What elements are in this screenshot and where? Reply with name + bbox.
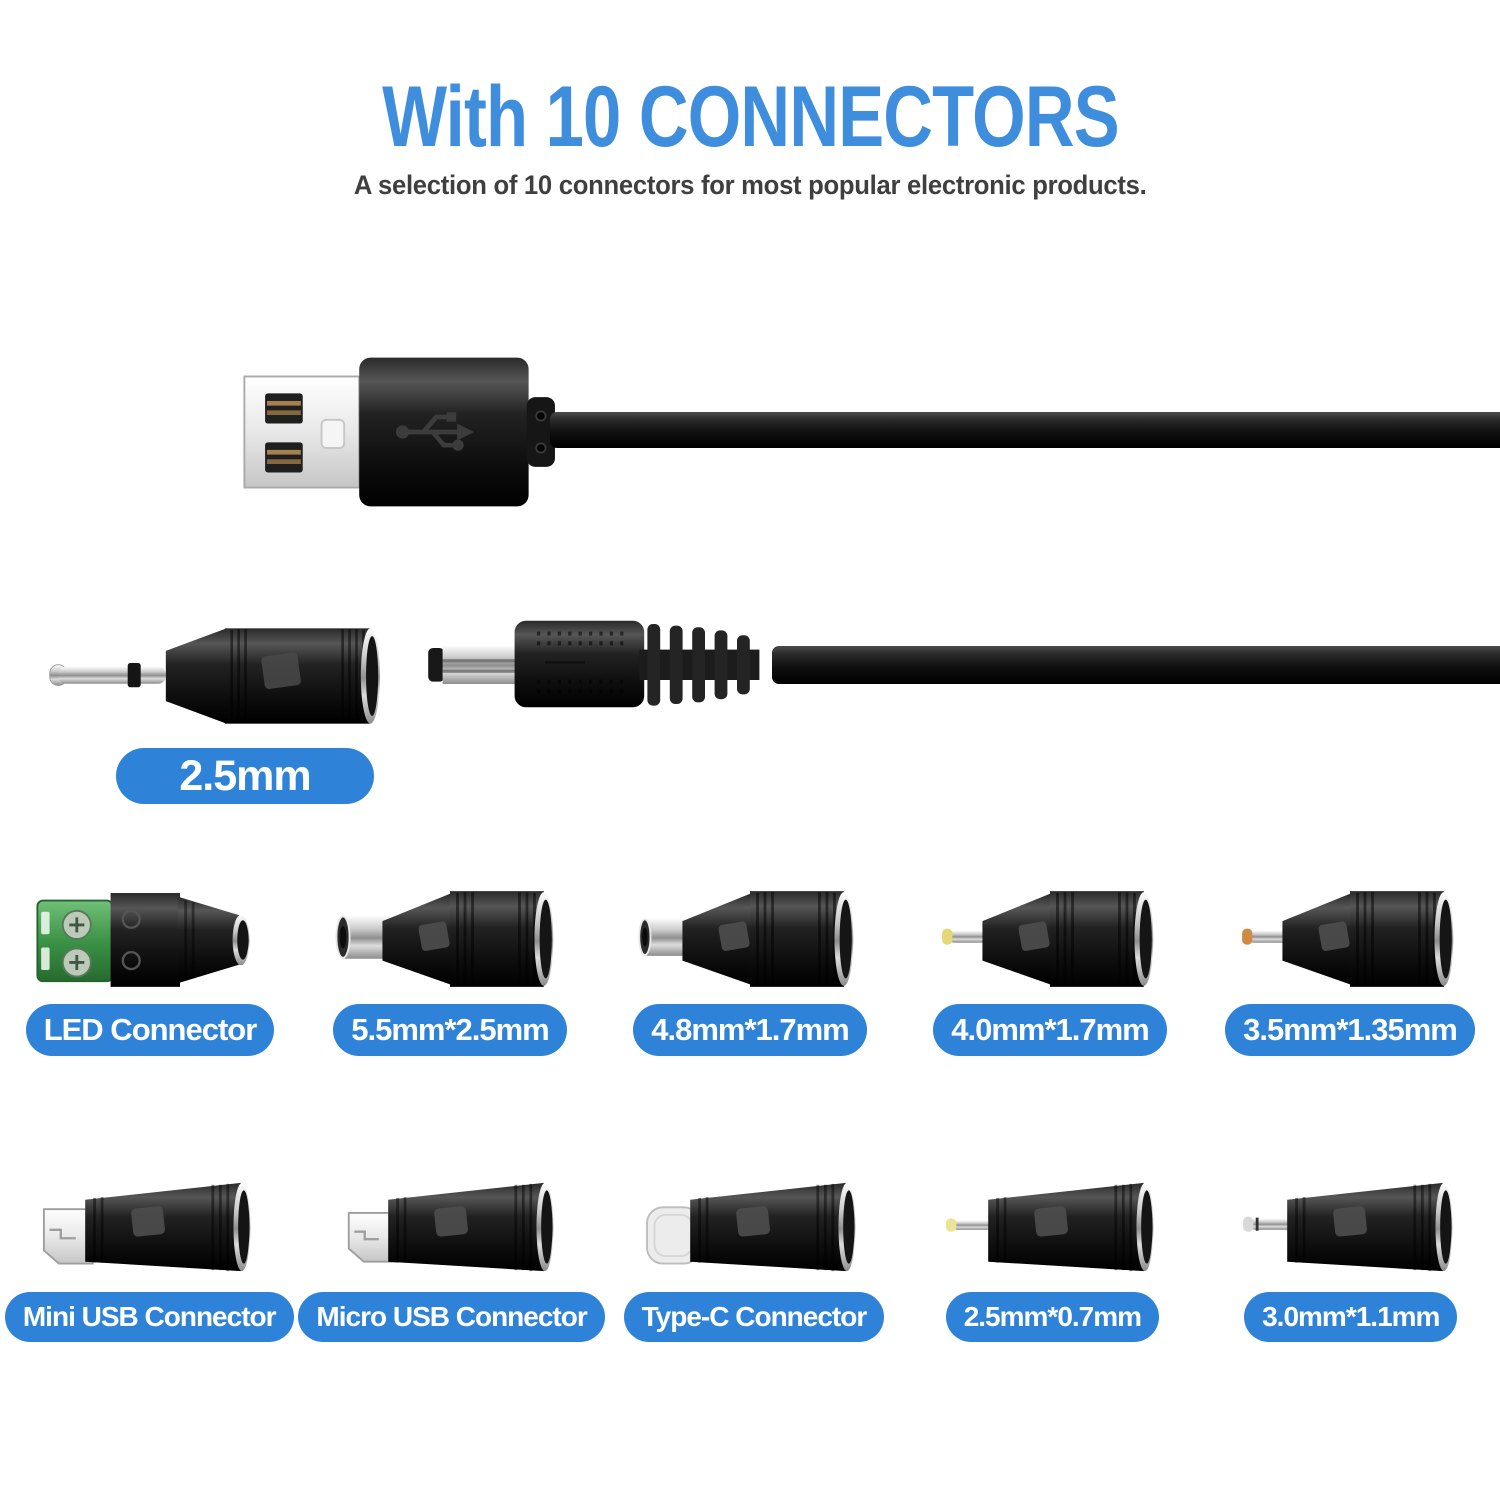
connector-item: Type-C Connector bbox=[605, 1166, 903, 1343]
dc-pin-connector-icon bbox=[1242, 878, 1472, 1000]
dc-pin-connector-icon bbox=[942, 878, 1172, 1000]
usb-cable bbox=[550, 412, 1500, 448]
dc-5-5mm-plug-icon bbox=[428, 620, 760, 708]
adapter-size-label: 2.5mm bbox=[116, 748, 374, 804]
connector-label-pill: Micro USB Connector bbox=[298, 1292, 605, 1343]
page-title: With 10 CONNECTORS bbox=[381, 69, 1120, 165]
connector-item: 5.5mm*2.5mm bbox=[300, 878, 600, 1056]
dc-barrel-connector-icon bbox=[335, 878, 572, 1000]
header: With 10 CONNECTORS A selection of 10 con… bbox=[0, 74, 1500, 201]
dc-cable bbox=[772, 646, 1500, 684]
led-terminal-connector-icon bbox=[36, 893, 250, 987]
connector-item: Mini USB Connector bbox=[0, 1166, 298, 1343]
connector-label-pill: 3.0mm*1.1mm bbox=[1244, 1292, 1458, 1343]
connector-label-pill: 4.0mm*1.7mm bbox=[933, 1004, 1167, 1056]
mini-usb-connector-icon bbox=[43, 1166, 271, 1288]
connector-row-2: Mini USB Connector Micro USB Connector T… bbox=[0, 1166, 1500, 1343]
connector-item: 3.0mm*1.1mm bbox=[1202, 1166, 1500, 1343]
connector-item: 4.8mm*1.7mm bbox=[600, 878, 900, 1056]
connector-item: 4.0mm*1.7mm bbox=[900, 878, 1200, 1056]
micro-usb-connector-icon bbox=[347, 1166, 574, 1288]
connector-item: 3.5mm*1.35mm bbox=[1200, 878, 1500, 1056]
connector-item: 2.5mm*0.7mm bbox=[903, 1166, 1201, 1343]
usb-a-plug-icon bbox=[243, 357, 555, 507]
usb-trident-icon bbox=[395, 412, 475, 451]
connector-label-pill: Mini USB Connector bbox=[4, 1292, 294, 1343]
connector-row-1: LED Connector 5.5mm*2.5mm 4.8mm*1.7mm bbox=[0, 878, 1500, 1056]
dc-pin-connector-icon bbox=[1242, 1166, 1473, 1288]
dc-2-5mm-adapter-icon bbox=[49, 628, 380, 724]
connector-label-pill: 2.5mm*0.7mm bbox=[945, 1292, 1160, 1343]
type-c-connector-icon bbox=[646, 1166, 876, 1288]
page-subtitle: A selection of 10 connectors for most po… bbox=[353, 170, 1147, 200]
connector-item: LED Connector bbox=[0, 878, 300, 1056]
connector-label-pill: Type-C Connector bbox=[623, 1292, 885, 1343]
dc-pin-connector-icon bbox=[946, 1166, 1174, 1288]
connector-label-pill: 3.5mm*1.35mm bbox=[1225, 1004, 1475, 1056]
connector-label-pill: 4.8mm*1.7mm bbox=[633, 1004, 867, 1056]
connector-item: Micro USB Connector bbox=[298, 1166, 605, 1343]
connector-label-pill: LED Connector bbox=[25, 1004, 275, 1056]
dc-barrel-connector-icon bbox=[638, 878, 872, 1000]
connector-label-pill: 5.5mm*2.5mm bbox=[333, 1004, 567, 1056]
